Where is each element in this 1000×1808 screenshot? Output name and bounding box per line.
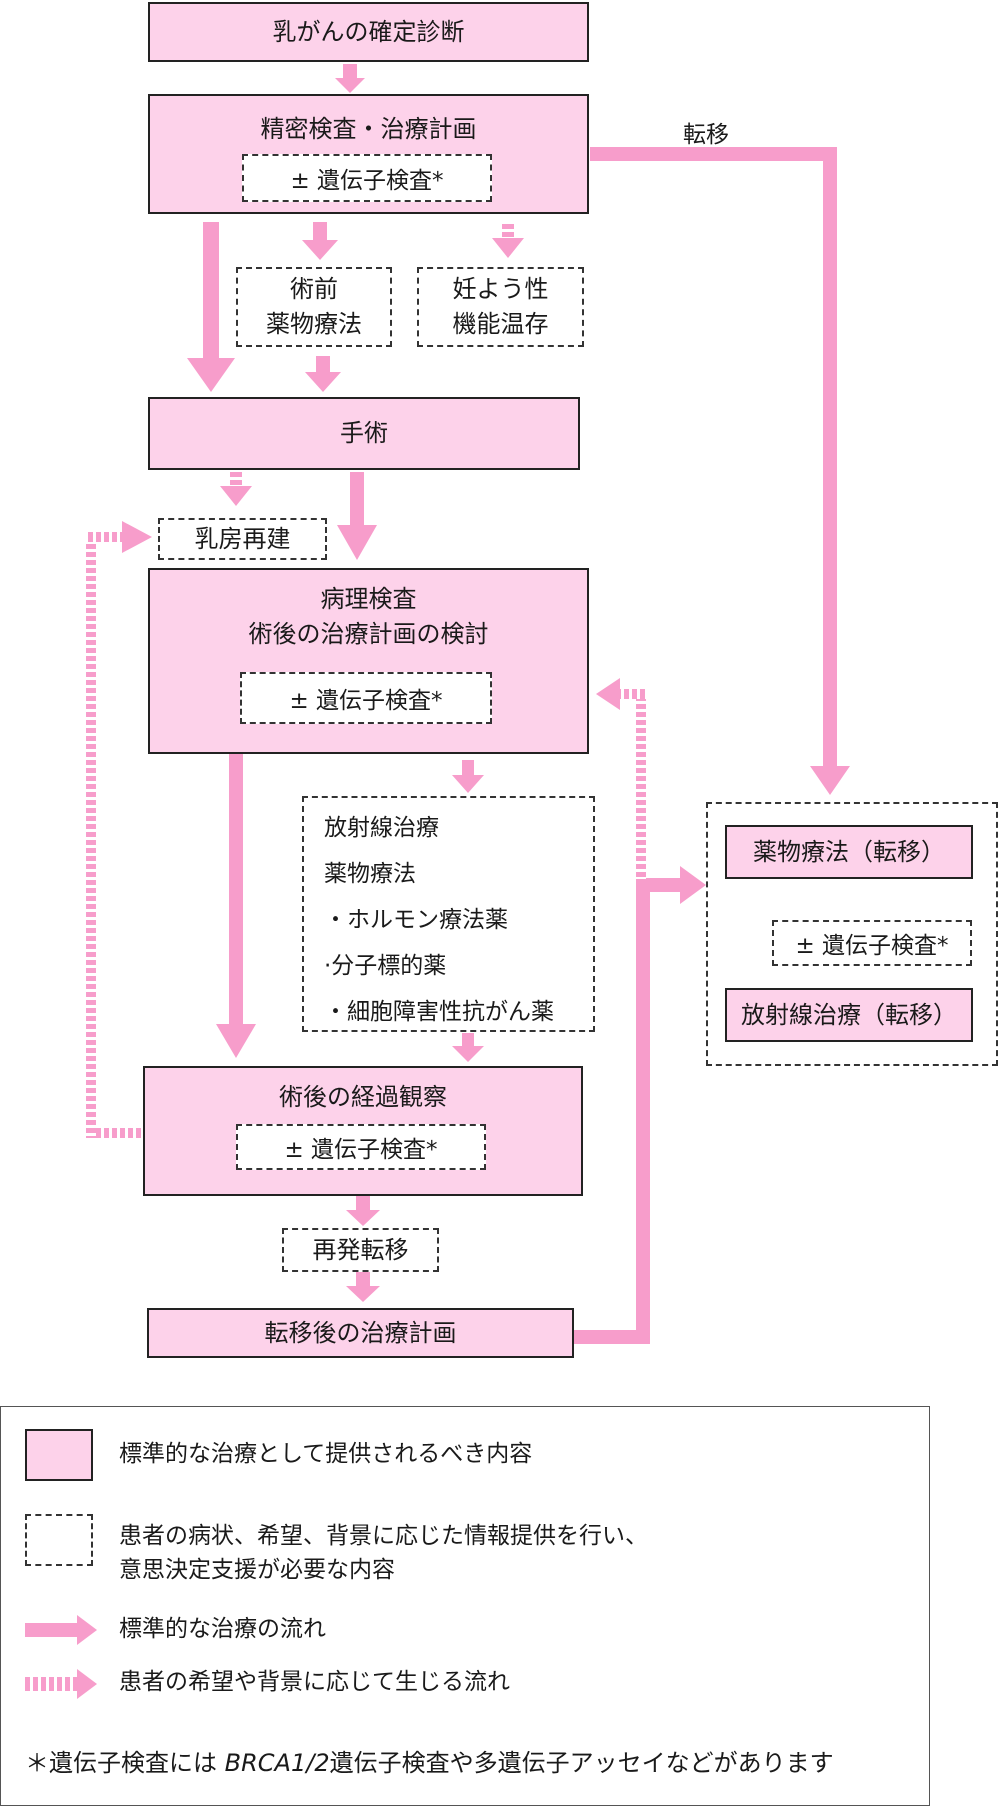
node-followup-gene-test: ± 遺伝子検査* (236, 1124, 486, 1170)
node-pathology-gene-test: ± 遺伝子検査* (240, 672, 492, 724)
arrow-workup-to-surgery (187, 222, 235, 392)
adjuvant-item-radiation: 放射線治療 (324, 815, 439, 841)
node-fertility-line2: 機能温存 (452, 310, 549, 338)
legend-standard-box-text: 標準的な治療として提供されるべき内容 (119, 1441, 533, 1467)
legend-footnote-post: 遺伝子検査や多遺伝子アッセイなどがあります (329, 1749, 834, 1777)
node-breast-reconstruction: 乳房再建 (158, 518, 327, 560)
node-diagnosis-label: 乳がんの確定診断 (272, 17, 465, 46)
node-metastatic-drug: 薬物療法（転移） (725, 825, 973, 879)
node-followup-label: 術後の経過観察 (279, 1083, 447, 1111)
adjuvant-item-targeted: ·分子標的薬 (324, 953, 447, 979)
arrow-plan-to-metastatic-treatment (574, 866, 706, 1344)
node-metastatic-radiation: 放射線治療（転移） (725, 988, 973, 1042)
arrow-surgery-to-reconstruction-head (220, 486, 252, 506)
arrow-followup-loop-head (122, 521, 152, 553)
legend-footnote-gene: BRCA1/2 (224, 1749, 330, 1777)
node-workup-gene-test-label: ± 遺伝子検査* (290, 168, 444, 194)
arrow-followup-loop-vertical (86, 532, 96, 1138)
arrow-workup-to-fertility-shaft (502, 222, 514, 238)
node-workup-gene-test: ± 遺伝子検査* (242, 154, 492, 202)
node-recurrence: 再発転移 (282, 1228, 439, 1272)
node-metastatic-gene-test-label: ± 遺伝子検査* (795, 933, 949, 959)
arrow-recurrence-to-plan (346, 1272, 380, 1302)
arrow-followup-loop-bottom (86, 1128, 143, 1138)
arrow-plan-loop-top (620, 689, 646, 699)
arrow-neoadjuvant-to-surgery (305, 356, 341, 392)
legend: 標準的な治療として提供されるべき内容 患者の病状、希望、背景に応じた情報提供を行… (0, 1406, 930, 1806)
legend-dashed-box-text-line2: 意思決定支援が必要な内容 (119, 1557, 395, 1583)
arrow-followup-loop-top (86, 532, 122, 542)
arrow-workup-to-neoadjuvant (302, 222, 338, 260)
label-metastasis: 転移 (683, 115, 729, 149)
node-pathology-gene-test-label: ± 遺伝子検査* (289, 688, 443, 714)
arrow-pathology-to-followup (216, 752, 256, 1058)
node-surgery-label: 手術 (340, 419, 388, 448)
node-neoadjuvant-line1: 術前 (290, 275, 338, 304)
node-neoadjuvant-line2: 薬物療法 (266, 310, 362, 338)
adjuvant-item-cytotoxic: ・細胞障害性抗がん薬 (324, 999, 554, 1025)
node-neoadjuvant-therapy: 術前 薬物療法 (236, 267, 392, 347)
legend-swatch-standard-box (25, 1429, 93, 1481)
legend-standard-flow-text: 標準的な治療の流れ (119, 1616, 326, 1642)
node-fertility-preservation: 妊よう性 機能温存 (417, 267, 584, 347)
arrow-pathology-to-adjuvant (452, 760, 484, 793)
legend-footnote-pre: ＊遺伝子検査には (25, 1749, 225, 1777)
node-reconstruction-label: 乳房再建 (194, 524, 291, 553)
legend-footnote: ＊遺伝子検査には BRCA1/2遺伝子検査や多遺伝子アッセイなどがあります (25, 1745, 834, 1781)
arrow-surgery-to-reconstruction-shaft (230, 472, 242, 486)
arrow-workup-to-fertility-head (492, 238, 524, 258)
legend-swatch-dashed-box (25, 1514, 93, 1566)
node-metastatic-plan-label: 転移後の治療計画 (264, 1318, 457, 1347)
legend-standard-flow-arrow (25, 1615, 97, 1645)
node-followup-gene-test-label: ± 遺伝子検査* (284, 1137, 438, 1163)
arrow-surgery-to-pathology (337, 472, 377, 560)
arrow-diagnosis-to-workup (335, 64, 365, 93)
legend-dashed-box-text-line1: 患者の病状、希望、背景に応じた情報提供を行い、 (119, 1523, 648, 1549)
node-metastatic-radiation-label: 放射線治療（転移） (741, 1000, 957, 1029)
arrow-followup-to-recurrence (346, 1196, 380, 1226)
arrow-metastasis (590, 147, 850, 795)
node-workup-label: 精密検査・治療計画 (260, 115, 477, 143)
legend-optional-flow-text: 患者の希望や背景に応じて生じる流れ (119, 1669, 510, 1695)
node-pathology-line1: 病理検査 (320, 585, 417, 613)
node-metastatic-drug-label: 薬物療法（転移） (753, 837, 945, 866)
node-pathology-line2: 術後の治療計画の検討 (248, 619, 489, 648)
node-fertility-line1: 妊よう性 (452, 275, 549, 304)
node-diagnosis: 乳がんの確定診断 (148, 2, 589, 62)
node-adjuvant-therapy: 放射線治療 薬物療法 ・ホルモン療法薬 ·分子標的薬 ・細胞障害性抗がん薬 (302, 796, 595, 1032)
legend-optional-flow-arrow (25, 1669, 97, 1699)
node-surgery: 手術 (148, 397, 580, 470)
node-pathology: 病理検査 術後の治療計画の検討 (148, 568, 589, 754)
adjuvant-item-drug: 薬物療法 (324, 861, 416, 887)
node-recurrence-label: 再発転移 (312, 1235, 409, 1264)
label-metastasis-text: 転移 (683, 122, 729, 148)
arrow-plan-loop-head (596, 678, 620, 710)
arrow-plan-loop-vertical (636, 689, 646, 879)
adjuvant-item-hormone: ・ホルモン療法薬 (324, 907, 508, 933)
node-metastatic-gene-test: ± 遺伝子検査* (772, 920, 972, 966)
node-metastatic-plan: 転移後の治療計画 (147, 1308, 574, 1358)
arrow-adjuvant-to-followup (452, 1033, 484, 1062)
